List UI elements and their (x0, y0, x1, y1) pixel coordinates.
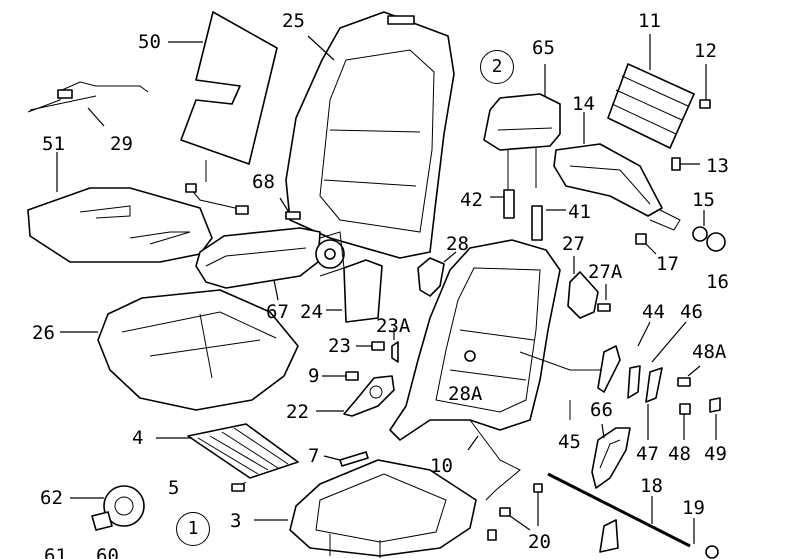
callout-18[interactable]: 18 (640, 475, 663, 497)
callout-27A[interactable]: 27A (588, 261, 623, 283)
part-62-seat-motor[interactable] (70, 485, 145, 531)
callout-22[interactable]: 22 (286, 401, 309, 423)
part-26-seat-cushion[interactable] (60, 289, 299, 411)
callout-26[interactable]: 26 (32, 322, 55, 344)
callout-48A[interactable]: 48A (692, 341, 727, 363)
callout-13[interactable]: 13 (706, 155, 729, 177)
callout-24[interactable]: 24 (300, 301, 323, 323)
part-51-seat-heater[interactable] (27, 152, 249, 263)
callout-20[interactable]: 20 (528, 531, 551, 553)
callout-44[interactable]: 44 (642, 301, 665, 323)
callout-3[interactable]: 3 (230, 510, 242, 532)
part-15-16-17-fasteners[interactable] (635, 210, 726, 255)
part-3-seat-base[interactable] (231, 459, 477, 558)
part-25-backrest[interactable] (285, 11, 455, 259)
part-18-rod[interactable] (547, 472, 691, 553)
callout-66[interactable]: 66 (590, 399, 613, 421)
callout-51[interactable]: 51 (42, 133, 65, 155)
callout-47[interactable]: 47 (636, 443, 659, 465)
callout-41[interactable]: 41 (568, 201, 591, 223)
callout-23A[interactable]: 23A (376, 315, 411, 337)
callout-11[interactable]: 11 (638, 10, 661, 32)
part-10-seat-frame[interactable] (389, 239, 561, 501)
callout-14[interactable]: 14 (572, 93, 595, 115)
part-14-lumbar-support[interactable] (553, 112, 700, 231)
callout-27[interactable]: 27 (562, 233, 585, 255)
callout-23[interactable]: 23 (328, 335, 351, 357)
callout-25[interactable]: 25 (282, 10, 305, 32)
callout-5[interactable]: 5 (168, 477, 180, 499)
callout-28[interactable]: 28 (446, 233, 469, 255)
callout-29[interactable]: 29 (110, 133, 133, 155)
part-27-hinge-bracket[interactable] (567, 256, 611, 319)
callout-67[interactable]: 67 (266, 301, 289, 323)
part-65-headrest[interactable] (483, 64, 566, 241)
part-4-grille[interactable] (156, 423, 299, 479)
part-5-bolt[interactable] (231, 483, 245, 492)
view-marker-1: 1 (176, 512, 210, 546)
part-19-end-fitting[interactable] (693, 518, 719, 559)
callout-42[interactable]: 42 (460, 189, 483, 211)
callout-48[interactable]: 48 (668, 443, 691, 465)
part-20-bolts[interactable] (487, 483, 543, 541)
callout-17[interactable]: 17 (656, 253, 679, 275)
part-28-bracket[interactable] (417, 251, 457, 297)
callout-61[interactable]: 61 (44, 545, 67, 559)
callout-19[interactable]: 19 (682, 497, 705, 519)
callout-50[interactable]: 50 (138, 31, 161, 53)
callout-9[interactable]: 9 (308, 365, 320, 387)
part-66-side-trim[interactable] (591, 423, 631, 489)
callout-16[interactable]: 16 (706, 271, 729, 293)
part-24-side-cover[interactable] (326, 259, 383, 323)
callout-62[interactable]: 62 (40, 487, 63, 509)
callout-12[interactable]: 12 (694, 40, 717, 62)
callout-65[interactable]: 65 (532, 37, 555, 59)
callout-46[interactable]: 46 (680, 301, 703, 323)
callout-10[interactable]: 10 (430, 455, 453, 477)
part-7-rail[interactable] (323, 451, 369, 467)
callout-45[interactable]: 45 (558, 431, 581, 453)
part-50-heating-pad[interactable] (168, 11, 278, 182)
callout-28A[interactable]: 28A (448, 383, 483, 405)
part-11-lumbar-mesh[interactable] (607, 34, 711, 149)
callout-15[interactable]: 15 (692, 189, 715, 211)
callout-60[interactable]: 60 (96, 545, 119, 559)
view-marker-2: 2 (480, 50, 514, 84)
callout-7[interactable]: 7 (308, 445, 320, 467)
part-29-wire-harness[interactable] (27, 81, 149, 127)
part-67-armrest[interactable] (195, 197, 345, 301)
callout-68[interactable]: 68 (252, 171, 275, 193)
part-22-23-9-mechanism[interactable] (316, 328, 399, 417)
part-44-47-recliner-handles[interactable] (519, 321, 721, 440)
callout-49[interactable]: 49 (704, 443, 727, 465)
callout-4[interactable]: 4 (132, 427, 144, 449)
